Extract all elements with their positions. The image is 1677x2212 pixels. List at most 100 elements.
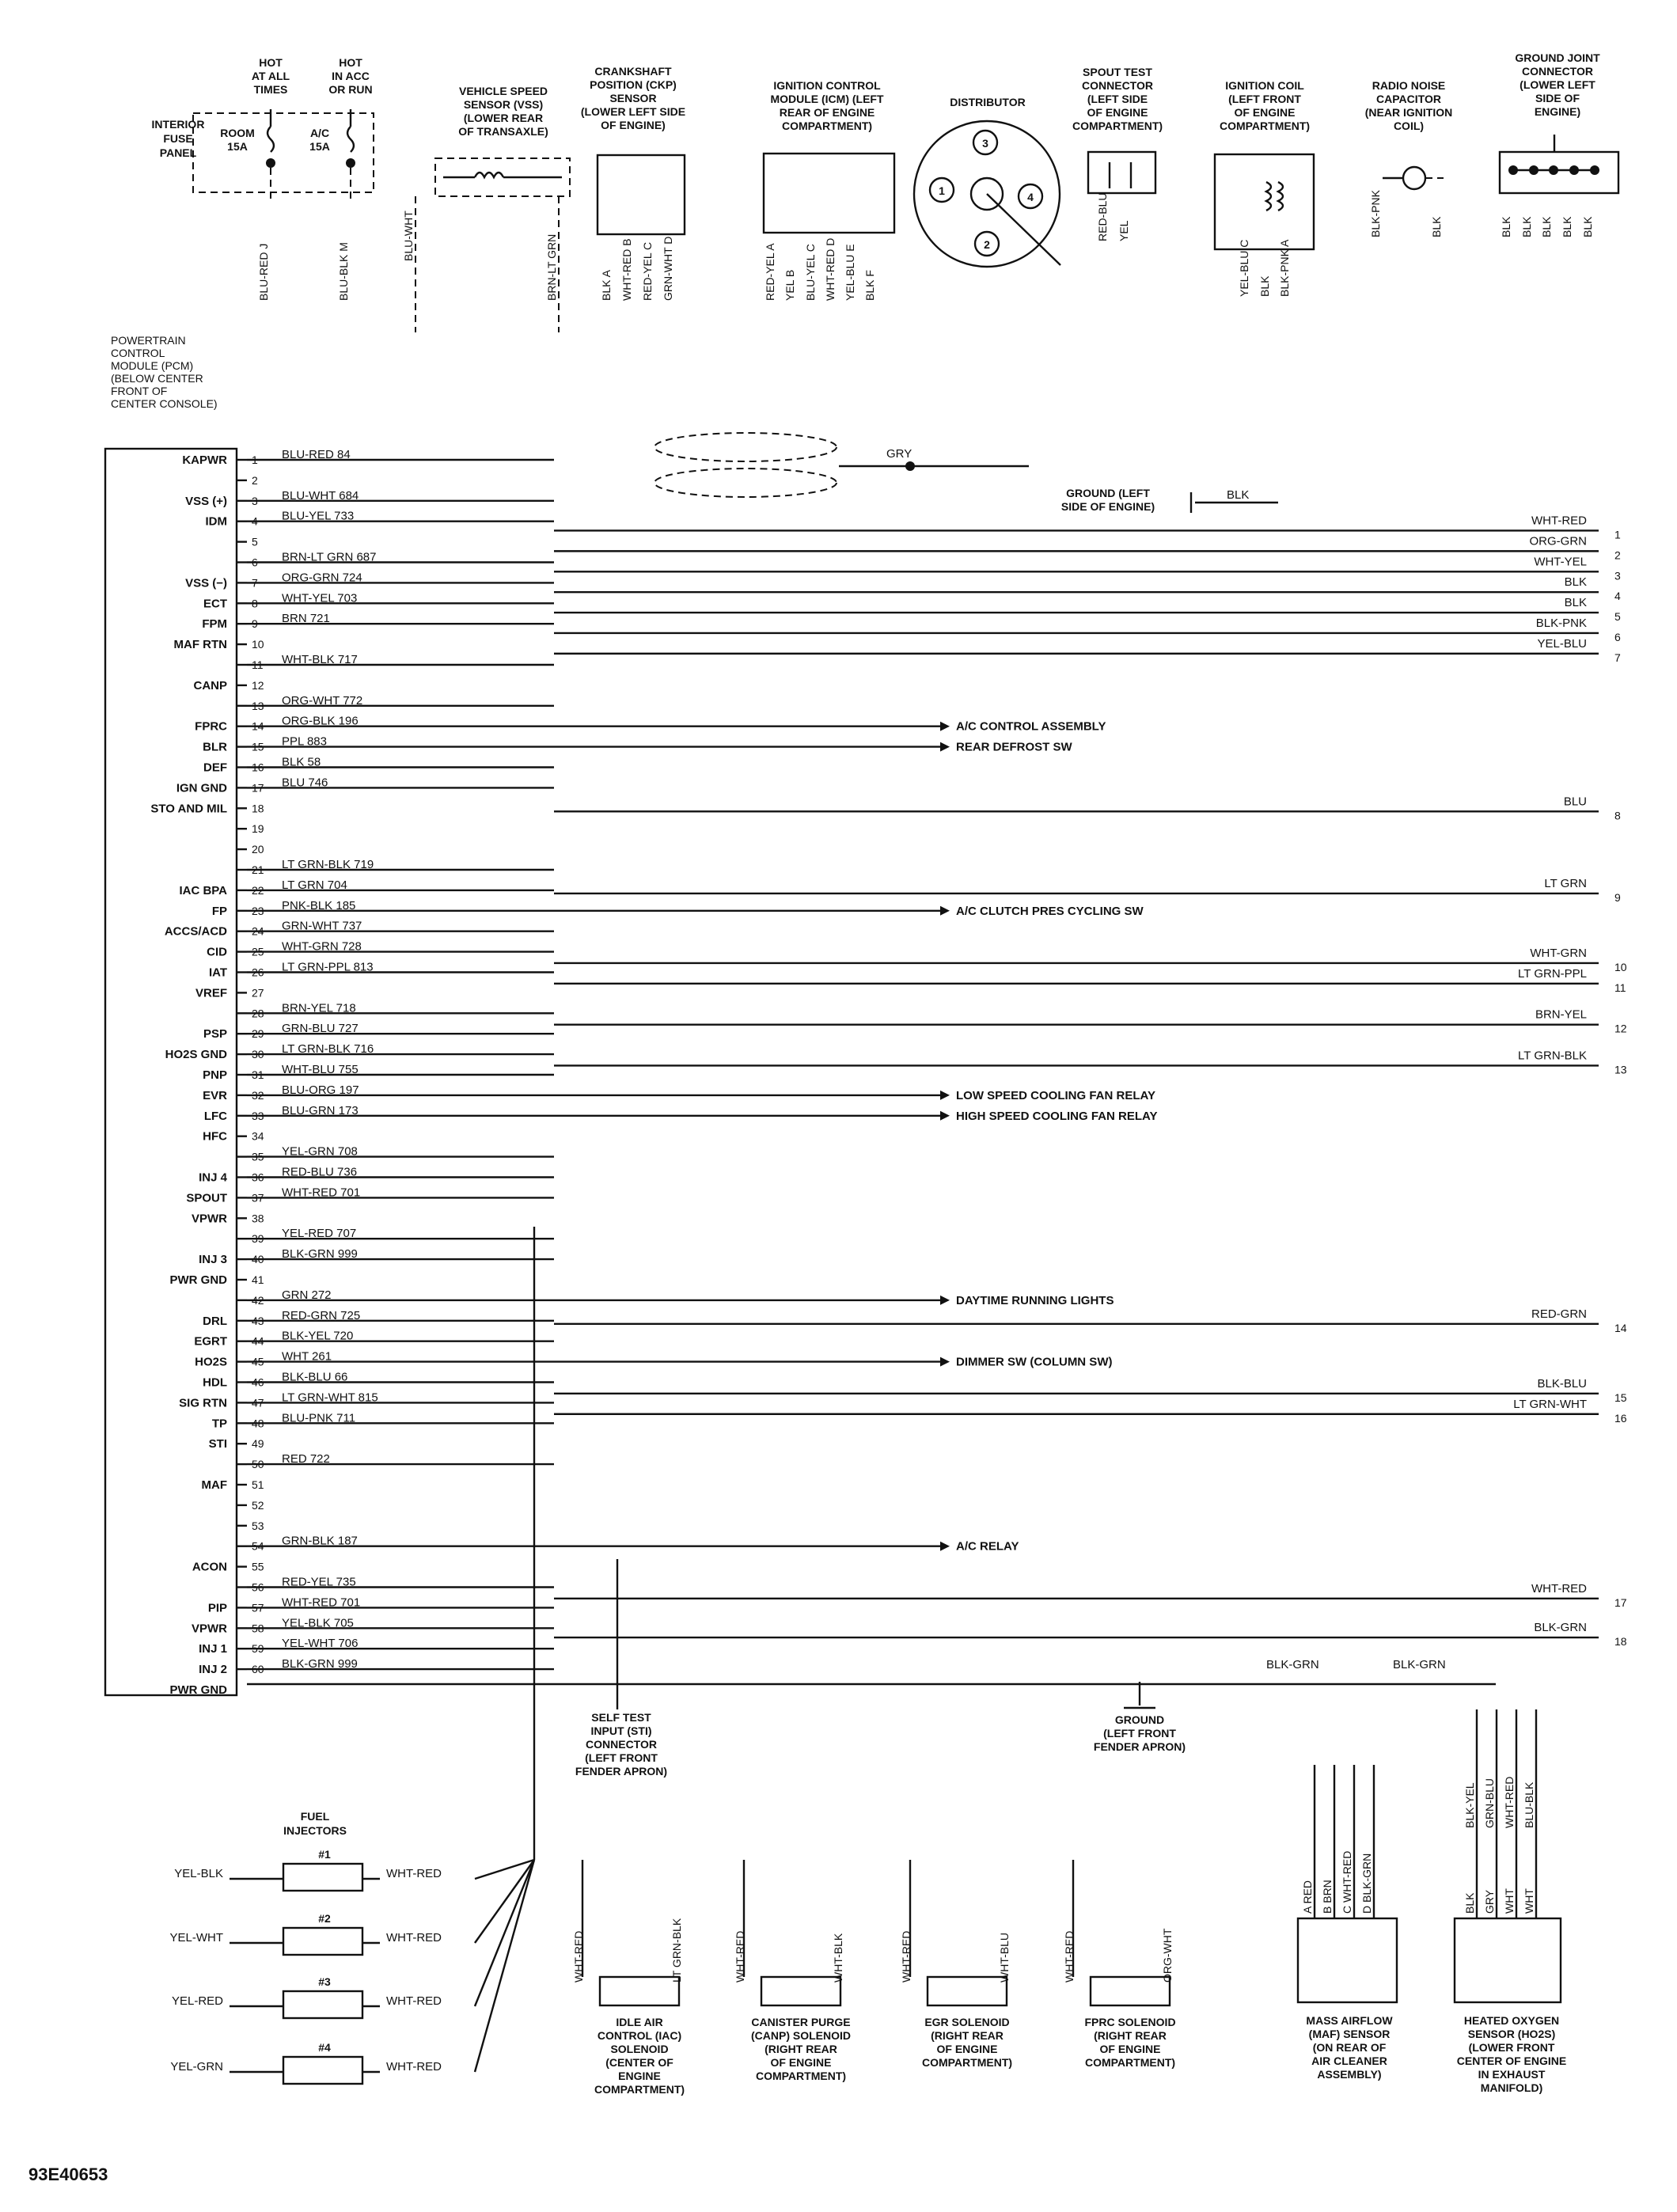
ground-joint-box — [1498, 150, 1620, 195]
pin-function-label: KAPWR — [182, 453, 227, 467]
pin-function-label: SPOUT — [186, 1191, 227, 1205]
ho2s-lower-wire: GRY — [1483, 1889, 1496, 1914]
destination-arrow — [940, 1356, 950, 1367]
injector-body — [282, 1990, 364, 2020]
pin-function-label: PWR GND — [170, 1683, 228, 1697]
destination-label: DAYTIME RUNNING LIGHTS — [956, 1294, 1114, 1307]
pin-number: 41 — [252, 1273, 264, 1286]
solenoid-label-line-1: (CANP) SOLENOID — [751, 2029, 851, 2042]
pin-number: 10 — [252, 638, 264, 651]
solenoid-right-wire: LT GRN-BLK — [670, 1918, 683, 1982]
ho2s-upper-wire: BLU-BLK — [1523, 1781, 1535, 1828]
right-wire-label: LT GRN-WHT — [1513, 1398, 1587, 1411]
pin-function-label: HDL — [203, 1376, 227, 1390]
pin-wire-label: RED-YEL 735 — [282, 1576, 356, 1589]
top-wire-label: YEL — [1117, 220, 1130, 241]
solenoid-label-line-3: COMPARTMENT) — [922, 2056, 1012, 2069]
solenoid-label-line-3: OF ENGINE — [770, 2056, 831, 2069]
right-wire-label: BRN-YEL — [1535, 1008, 1587, 1022]
hot-label-a-line-1: AT ALL — [252, 70, 290, 82]
right-connector-number: 10 — [1614, 961, 1627, 973]
right-wire-label: RED-GRN — [1531, 1307, 1587, 1321]
pin-function-label: PSP — [203, 1027, 227, 1041]
solenoid-label-line-3: COMPARTMENT) — [1085, 2056, 1175, 2069]
right-wire-label: BLU — [1564, 795, 1587, 808]
distributor-terminal — [973, 230, 1000, 257]
pin-function-label: CANP — [193, 679, 227, 692]
pin-number: 2 — [252, 474, 258, 487]
hot-label-b-line-1: IN ACC — [332, 70, 370, 82]
shield-bottom — [654, 468, 837, 498]
right-wire-label: WHT-RED — [1531, 1582, 1587, 1595]
pin-wire-label: WHT-RED 701 — [282, 1595, 360, 1609]
injector-number: #3 — [318, 1975, 331, 1988]
pin-wire-label: WHT-YEL 703 — [282, 591, 357, 605]
injector-right-wire: WHT-RED — [386, 2060, 442, 2074]
fuse-room-line-0: ROOM — [220, 127, 255, 139]
solenoid-label-line-2: (RIGHT REAR — [765, 2043, 837, 2055]
pin-function-label: FP — [212, 905, 227, 918]
maf-pin-label: D BLK-GRN — [1360, 1853, 1373, 1914]
pin-number: 19 — [252, 822, 264, 835]
pcm-title-line-2: MODULE (PCM) — [111, 359, 193, 372]
solenoid-label-line-2: OF ENGINE — [936, 2043, 997, 2055]
right-connector-number: 16 — [1614, 1412, 1627, 1425]
ho2s-label-line-5: MANIFOLD) — [1481, 2081, 1543, 2094]
right-wire-label: WHT-GRN — [1530, 947, 1587, 960]
coil-winding — [1276, 180, 1284, 212]
pin-wire-label: ORG-BLK 196 — [282, 715, 359, 728]
distributor-terminal — [972, 129, 999, 156]
pin-wire-label: BLU-GRN 173 — [282, 1104, 359, 1117]
pin-function-label: FPM — [202, 617, 227, 631]
pin-wire-label: BLK-GRN 999 — [282, 1657, 358, 1671]
right-connector-number: 7 — [1614, 651, 1621, 664]
ground-left-engine-label-line-1: SIDE OF ENGINE) — [1061, 500, 1155, 513]
coil-label-line-1: (LEFT FRONT — [1228, 93, 1301, 105]
maf-label-line-4: ASSEMBLY) — [1317, 2068, 1381, 2081]
distributor-terminal-number: 2 — [984, 238, 990, 251]
pin-wire-label: WHT 261 — [282, 1350, 332, 1364]
ho2s-upper-wire: GRN-BLU — [1483, 1778, 1496, 1828]
pin-function-label: MAF — [202, 1478, 228, 1492]
top-wire-label: BLK A — [600, 269, 613, 301]
injector-number: #1 — [318, 1848, 331, 1861]
top-wire-label: BLK — [1581, 216, 1594, 237]
pin-number: 34 — [252, 1130, 264, 1143]
destination-label: DIMMER SW (COLUMN SW) — [956, 1356, 1112, 1369]
pcm-horizontal-wires — [247, 458, 940, 1671]
right-connector-number: 13 — [1614, 1063, 1627, 1076]
destination-label: A/C CLUTCH PRES CYCLING SW — [956, 905, 1144, 918]
figure-code-text: 93E40653 — [28, 2165, 108, 2184]
icm-label-line-1: MODULE (ICM) (LEFT — [770, 93, 884, 105]
right-connector-number: 17 — [1614, 1596, 1627, 1609]
injector-number: #2 — [318, 1912, 331, 1925]
distributor-label: DISTRIBUTOR — [950, 96, 1025, 108]
distributor-output — [986, 193, 1061, 266]
vss-coil — [473, 171, 505, 180]
pin-function-label: HFC — [203, 1130, 227, 1144]
coil-label-line-3: COMPARTMENT) — [1220, 120, 1310, 132]
sti-label-line-0: SELF TEST — [591, 1711, 651, 1724]
pin-wire-label: GRN 272 — [282, 1288, 332, 1302]
pin-number: 49 — [252, 1437, 264, 1450]
right-connector-number: 6 — [1614, 631, 1621, 643]
top-wire-label: RED-YEL A — [764, 243, 776, 301]
pin-function-label: ECT — [203, 597, 227, 610]
spout-label-line-4: COMPARTMENT) — [1072, 120, 1163, 132]
right-connector-number: 14 — [1614, 1322, 1627, 1334]
pin-wire-label: YEL-RED 707 — [282, 1227, 356, 1240]
ground-fender-label-line-1: (LEFT FRONT — [1103, 1727, 1176, 1740]
pin-wire-label: BLK 58 — [282, 756, 321, 769]
ground-joint-label-line-0: GROUND JOINT — [1515, 51, 1600, 64]
coil-box — [1213, 153, 1315, 251]
injector-body — [282, 2055, 364, 2085]
injector-feed — [473, 1859, 536, 2073]
ho2s-label-line-2: (LOWER FRONT — [1469, 2041, 1555, 2054]
pin-wire-label: LT GRN-BLK 719 — [282, 858, 374, 871]
vss-box — [434, 157, 571, 197]
